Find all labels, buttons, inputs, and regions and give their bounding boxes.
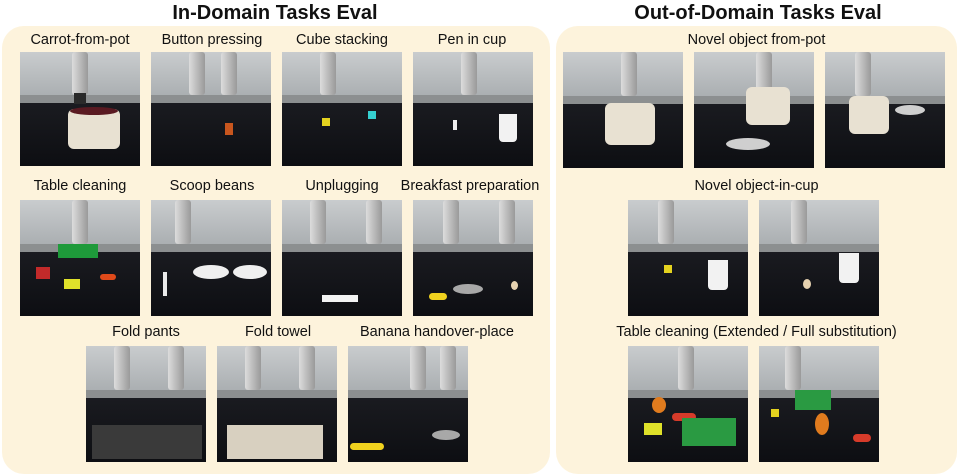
group-label-novel-object-from-pot: Novel object from-pot <box>687 32 826 48</box>
task-label-button-pressing: Button pressing <box>161 32 263 48</box>
photo-unplugging <box>282 200 402 316</box>
task-label-carrot-from-pot: Carrot-from-pot <box>30 32 130 48</box>
photo-fold-towel <box>217 346 337 462</box>
task-label-pen-in-cup: Pen in cup <box>437 32 507 48</box>
task-label-breakfast-preparation: Breakfast preparation <box>400 178 540 194</box>
photo-pen-in-cup <box>413 52 533 166</box>
task-label-table-cleaning: Table cleaning <box>33 178 127 194</box>
task-label-cube-stacking: Cube stacking <box>296 32 388 48</box>
task-label-scoop-beans: Scoop beans <box>169 178 255 194</box>
photo-scoop-beans <box>151 200 271 316</box>
photo-cube-stacking <box>282 52 402 166</box>
group-label-novel-object-in-cup: Novel object-in-cup <box>694 178 819 194</box>
photo-table-cleaning-extended-2 <box>759 346 879 462</box>
photo-carrot-from-pot <box>20 52 140 166</box>
photo-table-cleaning <box>20 200 140 316</box>
task-label-fold-towel: Fold towel <box>244 324 312 340</box>
photo-table-cleaning-extended-1 <box>628 346 748 462</box>
task-label-unplugging: Unplugging <box>305 178 379 194</box>
group-label-table-cleaning-extended: Table cleaning (Extended / Full substitu… <box>616 324 897 340</box>
task-label-fold-pants: Fold pants <box>112 324 180 340</box>
photo-novel-in-cup-1 <box>628 200 748 316</box>
task-label-banana-handover-place: Banana handover-place <box>360 324 514 340</box>
photo-button-pressing <box>151 52 271 166</box>
photo-novel-from-pot-2 <box>694 52 814 168</box>
photo-breakfast-preparation <box>413 200 533 316</box>
photo-novel-from-pot-1 <box>563 52 683 168</box>
photo-banana-handover-place <box>348 346 468 462</box>
photo-novel-in-cup-2 <box>759 200 879 316</box>
photo-fold-pants <box>86 346 206 462</box>
in-domain-title: In-Domain Tasks Eval <box>172 2 378 24</box>
photo-novel-from-pot-3 <box>825 52 945 168</box>
out-of-domain-title: Out-of-Domain Tasks Eval <box>634 2 882 24</box>
